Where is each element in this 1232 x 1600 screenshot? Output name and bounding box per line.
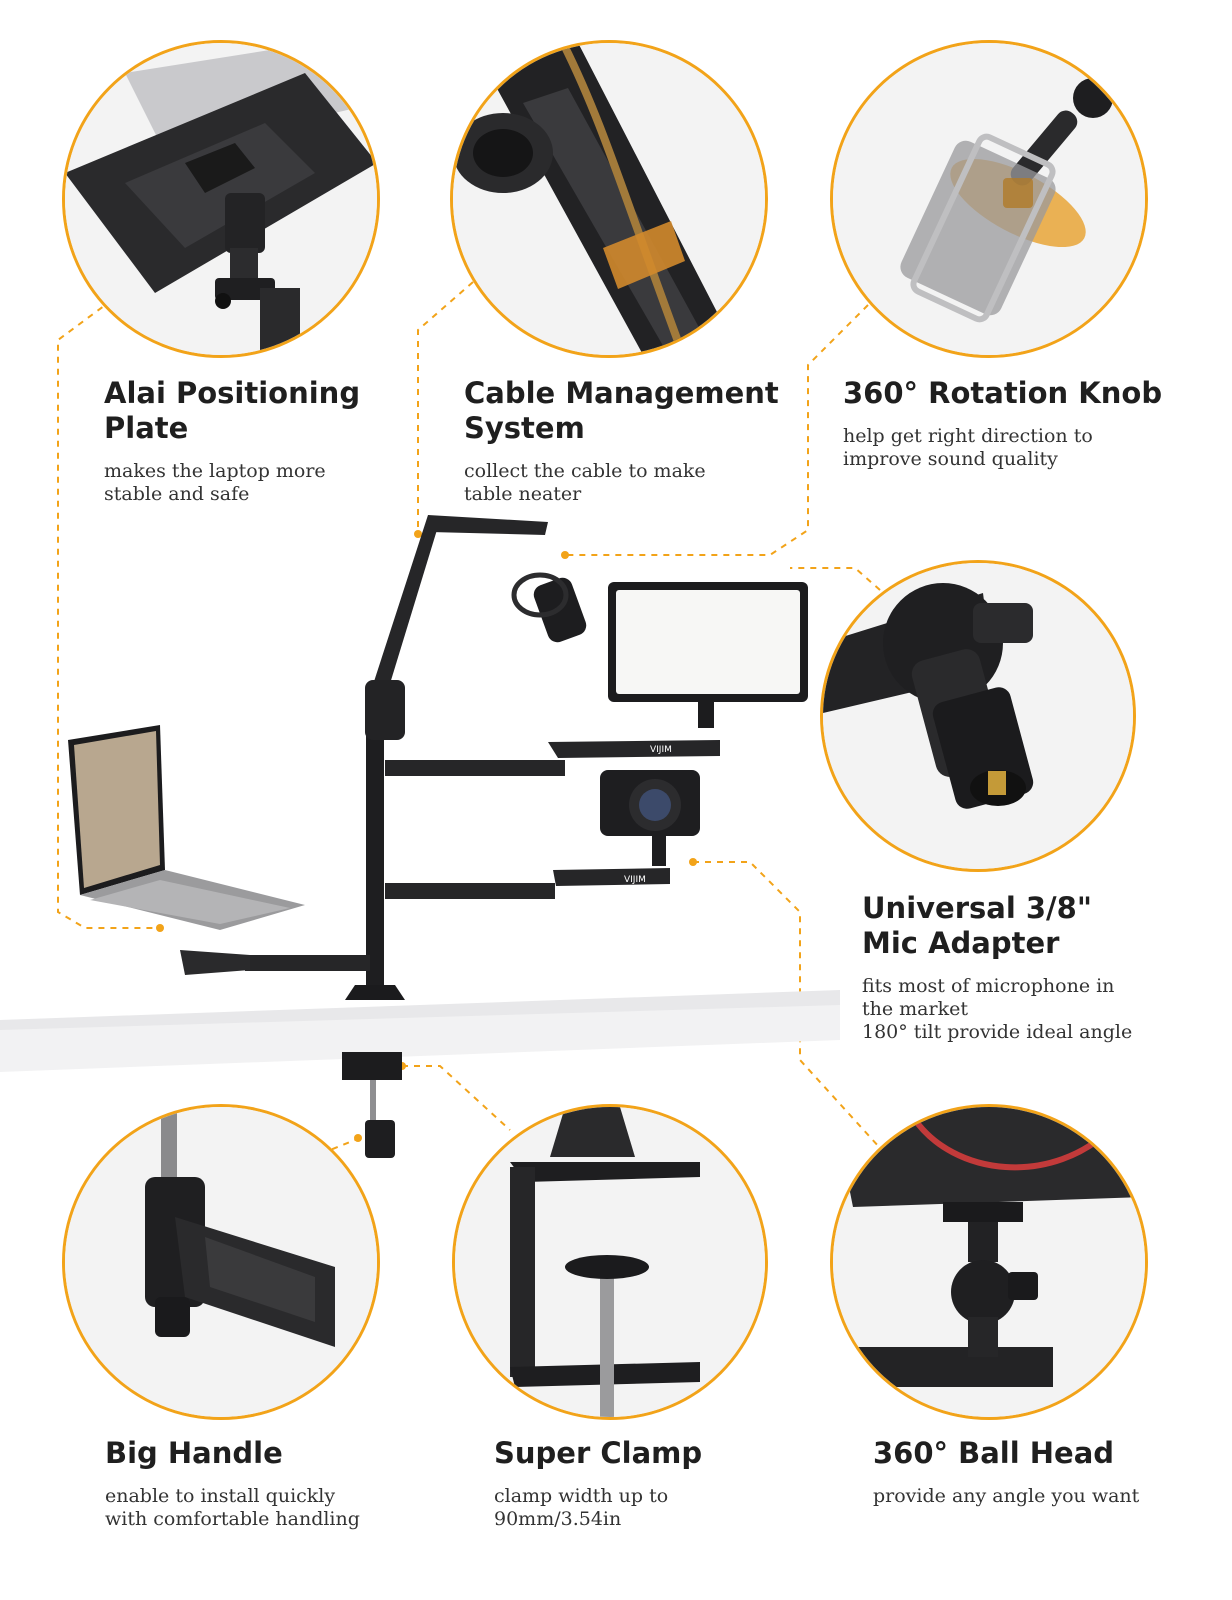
brand-logo-lower: VIJIM [624, 875, 646, 885]
feature-ball-head: 360° Ball Head provide any angle you wan… [873, 1436, 1193, 1508]
clamp-detail-circle [452, 1104, 768, 1420]
mic-adapter-detail-circle [820, 560, 1136, 872]
clamp-icon [455, 1107, 765, 1417]
feature-description: clamp width up to 90mm/3.54in [494, 1485, 669, 1530]
feature-title: Super Clamp [494, 1436, 703, 1470]
feature-description: provide any angle you want [873, 1485, 1140, 1507]
rotation-knob-icon [833, 43, 1145, 355]
feature-title: Big Handle [105, 1436, 283, 1470]
feature-title: Universal 3/8" Mic Adapter [862, 891, 1092, 960]
feature-rotation-knob: 360° Rotation Knob help get right direct… [843, 376, 1203, 471]
feature-title: Cable Management System [464, 376, 779, 445]
feature-description: collect the cable to make table neater [464, 460, 706, 505]
feature-alai-positioning-plate: Alai Positioning Plate makes the laptop … [104, 376, 394, 506]
cable-management-detail-circle [450, 40, 768, 358]
feature-title: Alai Positioning Plate [104, 376, 361, 445]
feature-mic-adapter: Universal 3/8" Mic Adapter fits most of … [862, 891, 1192, 1044]
cable-clip-icon [453, 43, 765, 355]
laptop-tray-icon [65, 43, 377, 355]
handle-detail-circle [62, 1104, 380, 1420]
ball-head-detail-circle [830, 1104, 1148, 1420]
feature-cable-management-system: Cable Management System collect the cabl… [464, 376, 784, 506]
feature-description: fits most of microphone in the market 18… [862, 975, 1133, 1043]
feature-big-handle: Big Handle enable to install quickly wit… [105, 1436, 405, 1531]
handle-icon [65, 1107, 377, 1417]
brand-logo-upper: VIJIM [650, 745, 672, 755]
ball-head-icon [833, 1107, 1145, 1417]
feature-description: help get right direction to improve soun… [843, 425, 1093, 470]
mic-adapter-icon [823, 563, 1133, 869]
feature-description: enable to install quickly with comfortab… [105, 1485, 360, 1530]
rotation-knob-detail-circle [830, 40, 1148, 358]
laptop-plate-detail-circle [62, 40, 380, 358]
feature-title: 360° Ball Head [873, 1436, 1115, 1470]
feature-description: makes the laptop more stable and safe [104, 460, 326, 505]
feature-title: 360° Rotation Knob [843, 376, 1163, 410]
feature-super-clamp: Super Clamp clamp width up to 90mm/3.54i… [494, 1436, 794, 1531]
